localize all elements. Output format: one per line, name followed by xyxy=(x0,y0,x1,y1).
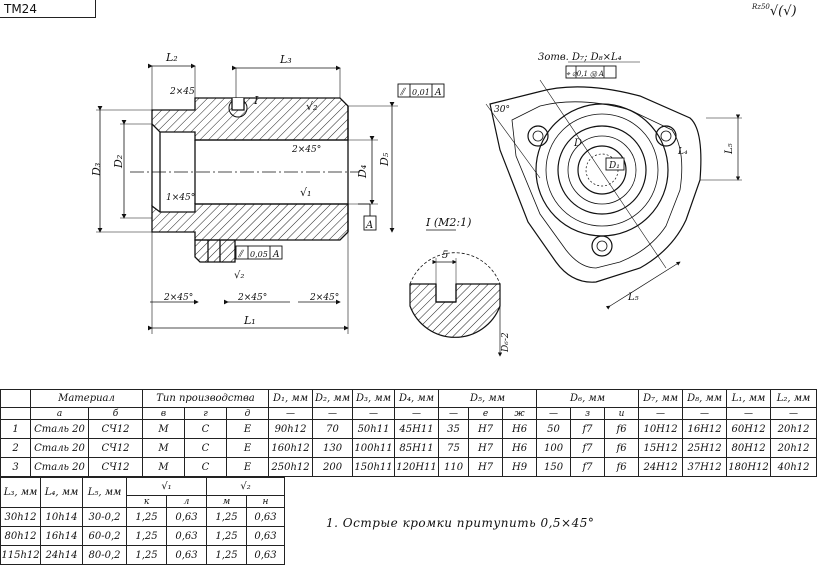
label-roughness-2: √₁ xyxy=(300,186,311,199)
datum-d1-frame xyxy=(605,157,625,171)
secondary-table: L₃, мм L₄, мм L₅, мм √₁ √₂ к л м н 30h12… xyxy=(0,477,286,565)
tolerance-frame-2 xyxy=(235,245,283,260)
position-tolerance-frame xyxy=(565,65,617,79)
tol1-value: 0,01 xyxy=(412,88,430,97)
dimensions-table: Материал Тип производства D₁, мм D₂, мм … xyxy=(0,389,817,477)
label-chamfer-4: 2×45° xyxy=(163,293,193,303)
header-l5: L₅, мм xyxy=(82,477,127,508)
label-detail-ref: I xyxy=(253,94,259,107)
section-view xyxy=(96,63,445,334)
label-d3: D₃ xyxy=(90,163,103,177)
tol1-symbol: ⫽ xyxy=(399,87,407,98)
label-d5: D₅ xyxy=(378,152,391,167)
detail-title: I (М2:1) xyxy=(425,216,471,229)
label-chamfer-5: 2×45° xyxy=(237,293,267,303)
hub-ring xyxy=(557,125,647,215)
section-view-labels: L₂ L₃ L₁ D₃ D₂ D₄ D₅ 2×45 2×45° 1×45° 2×… xyxy=(90,51,442,327)
datum-d1-label: D₁ xyxy=(608,161,620,171)
lower-wall-hatch xyxy=(151,203,349,241)
header-l1: L₁, мм xyxy=(726,389,772,408)
end-view xyxy=(485,61,742,310)
upper-wall-hatch xyxy=(151,97,349,141)
label-chamfer-2: 2×45° xyxy=(291,145,321,155)
header-l4: L₄, мм xyxy=(40,477,83,508)
header-blank xyxy=(0,389,31,408)
header-d3: D₃, мм xyxy=(352,389,396,408)
label-l3: L₃ xyxy=(279,53,292,66)
header-d2: D₂, мм xyxy=(312,389,354,408)
label-chamfer-3: 1×45° xyxy=(166,193,195,203)
bore-circle xyxy=(577,145,627,195)
bore-label: D xyxy=(573,138,582,149)
label-chamfer-6: 2×45° xyxy=(309,293,339,303)
header-roughness-2: √₂ xyxy=(206,477,286,496)
label-chamfer-1: 2×45 xyxy=(169,87,195,97)
tol2-value: 0,05 xyxy=(250,250,268,259)
detail-dim: 5 xyxy=(442,250,448,261)
holes-note: 3отв. D₇; D₈×L₄ xyxy=(538,52,622,63)
bolt-hole-left xyxy=(527,125,549,147)
general-roughness-mark: Rz50√(√) xyxy=(752,3,797,19)
drawing-code-stamp: ТМ24 xyxy=(0,0,96,18)
tolerance-frame-1 xyxy=(397,83,445,98)
header-l3: L₃, мм xyxy=(0,477,41,508)
detail-hatch xyxy=(409,283,501,338)
tol2-base: A xyxy=(272,250,280,260)
holes-tolerance: ⌖ ⌀0,1 Ⓜ A xyxy=(566,70,604,78)
label-d2: D₂ xyxy=(112,155,125,169)
label-d4: D₄ xyxy=(356,165,369,179)
datum-a-label: A xyxy=(365,220,373,231)
detail-labels: I (М2:1) 5 D₆-2 xyxy=(425,216,511,353)
detail-view xyxy=(409,229,503,357)
header-roughness-1: √₁ xyxy=(125,477,208,496)
tol1-base: A xyxy=(434,88,442,98)
lower-flange-hatch xyxy=(194,239,236,263)
label-roughness-1: √₂ xyxy=(306,100,317,113)
tol2-symbol: ⫽ xyxy=(237,249,245,260)
label-l5: L₅ xyxy=(627,292,639,303)
end-view-labels: 3отв. D₇; D₈×L₄ ⌖ ⌀0,1 Ⓜ A 30° D D₁ L₄ L… xyxy=(494,52,735,303)
table-subheader-row: а б в г д — — — — — е ж — з и — — — — xyxy=(0,407,817,420)
angle-label: 30° xyxy=(494,105,510,115)
outer-ring xyxy=(535,103,669,237)
label-l2: L₂ xyxy=(165,51,178,64)
technical-requirements-note: 1. Острые кромки притупить 0,5×45° xyxy=(326,516,595,530)
header-d4: D₄, мм xyxy=(394,389,440,408)
general-roughness-symbol: √(√) xyxy=(769,4,797,19)
header-d5: D₅, мм xyxy=(438,389,538,408)
label-l4: L₄ xyxy=(677,147,688,157)
bolt-hole-right xyxy=(655,125,677,147)
label-l5-right: L₅ xyxy=(724,143,735,155)
header-d7: D₇, мм xyxy=(638,389,684,408)
bolt-hole-bottom xyxy=(591,235,613,257)
general-roughness-label: Rz50 xyxy=(752,3,770,11)
header-material: Материал xyxy=(30,389,143,408)
header-d6: D₆, мм xyxy=(536,389,640,408)
label-roughness-3: √₂ xyxy=(234,270,244,281)
header-d8: D₈, мм xyxy=(682,389,728,408)
part-drawing: L₂ L₃ L₁ D₃ D₂ D₄ D₅ 2×45 2×45° 1×45° 2×… xyxy=(90,51,742,357)
header-type: Тип производства xyxy=(141,389,270,408)
detail-diameter: D₆-2 xyxy=(501,332,511,353)
label-l1: L₁ xyxy=(243,314,256,327)
header-l2: L₂, мм xyxy=(770,389,817,408)
header-d1: D₁, мм xyxy=(268,389,314,408)
